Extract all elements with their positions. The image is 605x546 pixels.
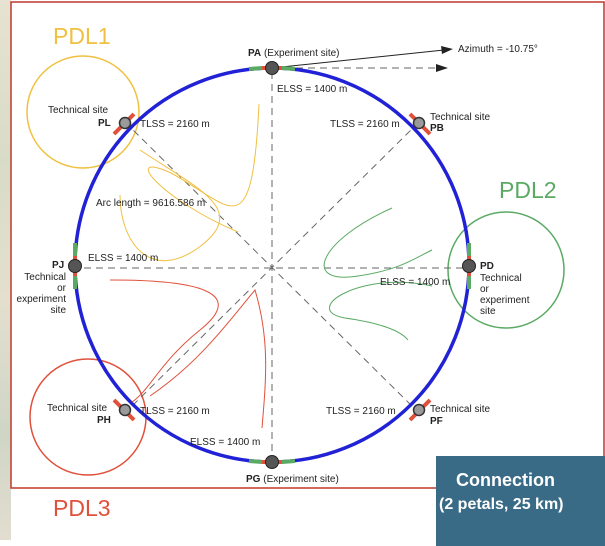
tlss-pb-label: TLSS = 2160 m <box>330 119 400 130</box>
tlss-pf-label: TLSS = 2160 m <box>326 406 396 417</box>
site-pj-desc-1: Technical <box>24 272 66 283</box>
azimuth-line <box>271 49 445 69</box>
pdl2-circle <box>447 211 565 329</box>
pdl2-petal-lower <box>329 281 433 341</box>
site-pd-desc-2: or <box>480 284 490 295</box>
site-pd-desc-1: Technical <box>480 273 522 284</box>
pdl3-petal-upper <box>109 279 219 403</box>
pdl3-petal-lower <box>149 288 267 429</box>
site-pj-marker[interactable] <box>68 259 82 273</box>
arc-length-label: Arc length = 9616.586 m <box>96 198 205 209</box>
site-pf-marker[interactable] <box>412 403 426 417</box>
pdl1-petal-lower <box>119 149 221 262</box>
tlss-pl-label: TLSS = 2160 m <box>140 119 210 130</box>
pdl1-circle <box>26 55 140 169</box>
site-pj-desc-4: site <box>50 305 66 316</box>
site-pa-label: PA (Experiment site) <box>248 48 340 59</box>
site-pb-code: PB <box>430 123 444 134</box>
site-ph-desc: Technical site <box>47 403 107 414</box>
site-pb-marker[interactable] <box>412 116 426 130</box>
reference-arrowhead <box>436 64 448 72</box>
site-pd-marker[interactable] <box>462 259 476 273</box>
site-pl-marker[interactable] <box>118 116 132 130</box>
tlss-ph-label: TLSS = 2160 m <box>140 406 210 417</box>
pdl1-label: PDL1 <box>53 23 111 49</box>
pdl2-petal-upper <box>323 207 433 278</box>
connection-subtitle: (2 petals, 25 km) <box>439 496 564 513</box>
site-pl-code: PL <box>98 118 111 129</box>
site-pg-label: PG (Experiment site) <box>246 474 339 485</box>
site-markers <box>68 61 476 469</box>
azimuth-arrowhead <box>441 46 453 54</box>
elss-top-label: ELSS = 1400 m <box>277 84 347 95</box>
background-map-strip <box>0 0 11 540</box>
site-pd-desc-3: experiment <box>480 295 530 306</box>
site-pb-desc: Technical site <box>430 112 490 123</box>
site-pa-marker[interactable] <box>265 61 279 75</box>
site-pl-desc: Technical site <box>48 105 108 116</box>
site-pg-marker[interactable] <box>265 455 279 469</box>
site-pf-desc: Technical site <box>430 404 490 415</box>
connection-title: Connection <box>456 470 555 490</box>
elss-right-label: ELSS = 1400 m <box>380 277 450 288</box>
site-pj-desc-3: experiment <box>17 294 67 305</box>
axis-diagonal-pb-ph <box>124 121 420 414</box>
elss-bottom-label: ELSS = 1400 m <box>190 437 260 448</box>
site-ph-code: PH <box>97 415 111 426</box>
diagram-frame <box>10 1 605 489</box>
pdl2-label: PDL2 <box>499 177 557 203</box>
pdl1-petal-upper <box>147 103 260 233</box>
dashed-axes <box>72 67 470 462</box>
site-ph-marker[interactable] <box>118 403 132 417</box>
site-pd-code: PD <box>480 261 494 272</box>
pdl3-label: PDL3 <box>53 495 111 521</box>
site-pf-code: PF <box>430 416 443 427</box>
elss-left-label: ELSS = 1400 m <box>88 253 158 264</box>
connection-callout: Connection (2 petals, 25 km) <box>436 456 605 546</box>
site-pj-desc-2: or <box>57 283 67 294</box>
site-pd-desc-4: site <box>480 306 496 317</box>
site-pj-code: PJ <box>52 260 64 271</box>
azimuth-label: Azimuth = -10.75° <box>458 44 538 55</box>
